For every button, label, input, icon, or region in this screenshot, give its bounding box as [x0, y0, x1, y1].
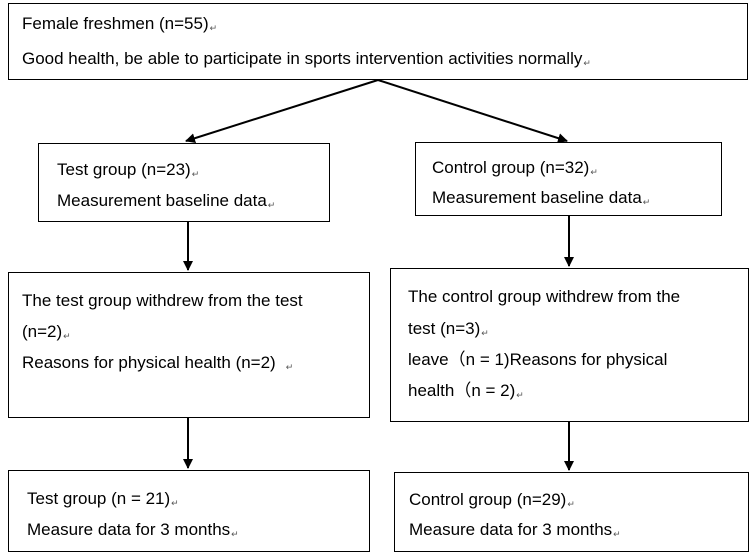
test-final-box: Test group (n = 21)↵ Measure data for 3 …	[8, 470, 370, 552]
top-line-2: Good health, be able to participate in s…	[22, 49, 591, 68]
test-final-line-1: Test group (n = 21)↵	[27, 489, 179, 508]
test-withdrawal-line-3: Reasons for physical health (n=2)↵	[22, 353, 294, 372]
top-line-1: Female freshmen (n=55)↵	[22, 14, 218, 33]
test-baseline-box: Test group (n=23)↵ Measurement baseline …	[38, 143, 330, 222]
control-baseline-line-1: Control group (n=32)↵	[432, 158, 598, 177]
control-baseline-box: Control group (n=32)↵ Measurement baseli…	[415, 142, 722, 216]
test-baseline-line-2: Measurement baseline data↵	[57, 191, 276, 210]
test-withdrawal-line-1: The test group withdrew from the test	[22, 291, 303, 310]
control-withdrawal-line-3: leave（n = 1)Reasons for physical	[408, 350, 668, 369]
test-withdrawal-box: The test group withdrew from the test (n…	[8, 272, 370, 418]
control-final-line-1: Control group (n=29)↵	[409, 490, 575, 509]
control-withdrawal-line-2: test (n=3)↵	[408, 319, 489, 338]
test-final-line-2: Measure data for 3 months↵	[27, 520, 239, 539]
control-final-box: Control group (n=29)↵ Measure data for 3…	[394, 472, 749, 552]
top-box: Female freshmen (n=55)↵ Good health, be …	[8, 3, 748, 80]
test-baseline-line-1: Test group (n=23)↵	[57, 160, 200, 179]
arrow-top-to-test	[185, 79, 379, 144]
test-withdrawal-line-2: (n=2)↵	[22, 322, 71, 341]
control-withdrawal-box: The control group withdrew from the test…	[390, 268, 749, 422]
control-withdrawal-line-4: health（n = 2)↵	[408, 381, 524, 400]
control-baseline-line-2: Measurement baseline data↵	[432, 188, 651, 207]
control-final-line-2: Measure data for 3 months↵	[409, 520, 621, 539]
arrow-top-to-control	[377, 79, 568, 143]
control-withdrawal-line-1: The control group withdrew from the	[408, 287, 681, 306]
